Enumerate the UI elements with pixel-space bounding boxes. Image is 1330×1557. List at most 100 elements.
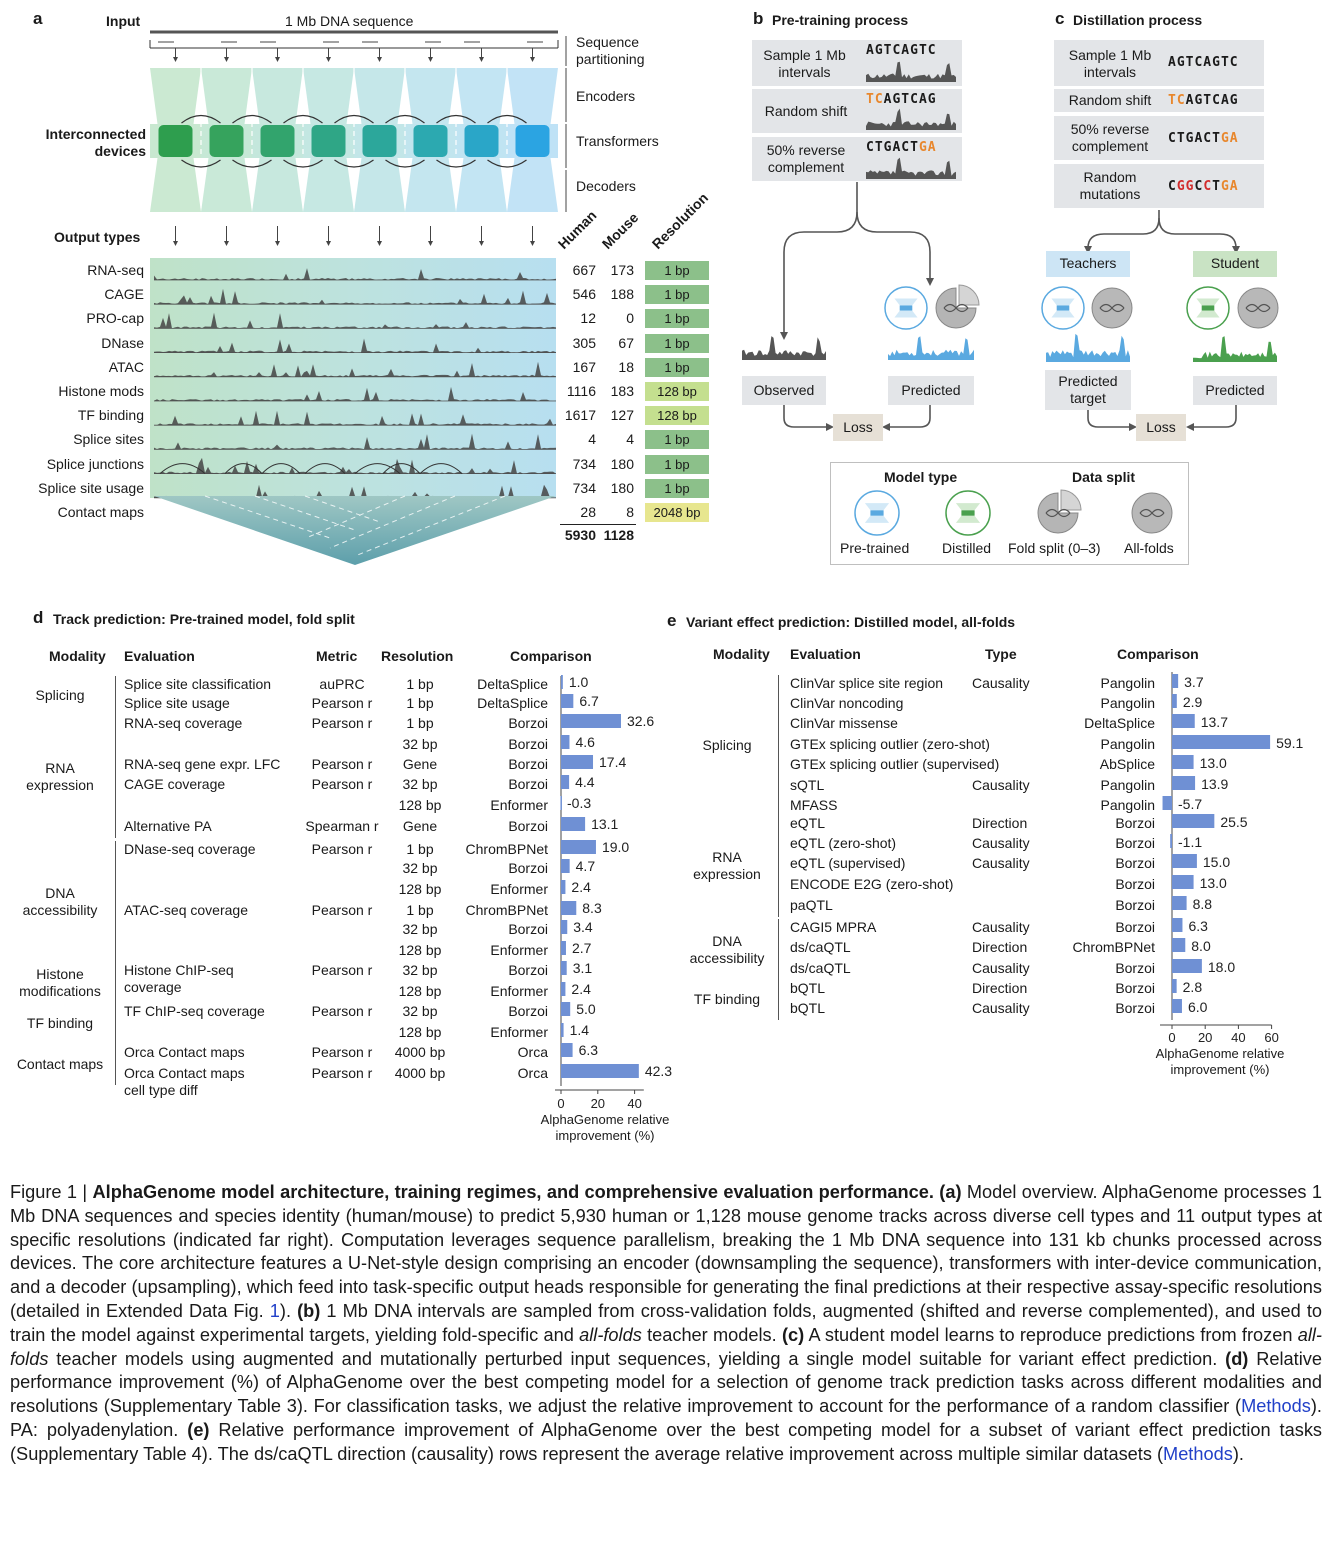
d-bar [561,840,596,854]
d-modality: TF binding [26,1014,94,1031]
caption-b-tag: (b) [297,1300,321,1321]
d-bar [561,901,577,915]
e-evaluation: sQTL [790,777,825,793]
b-revcomp-trace [866,157,956,179]
output-arrowhead [173,241,178,246]
d-bar [560,796,562,810]
d-evaluation: Splice site classification [124,676,272,692]
b-predicted-box: Predicted [888,376,974,405]
legend-fold-split-icon [1037,492,1079,534]
b-step-shift-label: Random shift [764,103,848,119]
partition-arrowhead [275,57,280,62]
d-bar [561,735,570,749]
caption-a-link[interactable]: 1 [269,1300,280,1321]
e-bar-label: 18.0 [1208,959,1235,975]
output-arrowhead [377,241,382,246]
d-header-evaluation: Evaluation [124,648,195,664]
partition-arrowhead [224,57,229,62]
e-bar-label: -5.7 [1178,796,1202,812]
d-bar [561,1023,564,1037]
device-link-bottom [283,159,323,168]
c-student-label: Student [1210,255,1260,271]
d-bar-label: 17.4 [599,754,626,770]
e-bar [1172,999,1182,1013]
d-bar [561,755,594,769]
d-modality-bracket [115,962,116,1003]
d-bar [561,941,566,955]
d-bar-label: 2.4 [571,981,591,997]
d-comparison: Borzoi [508,715,548,731]
e-comparison: Pangolin [1100,797,1156,813]
e-type: Direction [972,980,1028,996]
c-step-revcomp-seq: CTGACTGA [1168,131,1239,146]
e-comparison: DeltaSplice [1084,715,1155,731]
encoder-shape [507,68,558,124]
e-modality: RNA expression [693,849,761,882]
e-evaluation: ClinVar noncoding [790,695,904,711]
partition-arrowhead [479,57,484,62]
caption-e-link[interactable]: Methods [1163,1443,1233,1464]
d-metric: Pearson r [311,715,373,731]
output-type-label: PRO-cap [86,310,144,327]
b-loss-box: Loss [833,414,883,441]
panel-c-title: Distillation process [1073,12,1203,28]
b-sample-trace [866,61,956,82]
caption-e-text2: ). [1232,1443,1244,1464]
e-bar-label: 6.0 [1188,999,1208,1015]
junction-arc [224,463,263,474]
d-resolution: 32 bp [402,1003,438,1019]
c-student-box: Student [1193,251,1277,277]
c-loss-box: Loss [1136,414,1186,441]
d-comparison: DeltaSplice [477,676,548,692]
e-bar [1172,875,1194,889]
panel-b-letter: b [753,9,764,28]
d-bar [561,1064,639,1078]
d-bar-label: 8.3 [582,900,602,916]
junction-arc [261,463,301,474]
d-resolution: 32 bp [402,860,438,876]
c-step-shift-seq: TCAGTCAG [1168,93,1239,108]
teacher-model-icon-core [1056,305,1070,311]
d-comparison: Enformer [490,942,548,958]
e-bar-label: 13.0 [1200,755,1227,771]
d-bar-label: -0.3 [567,795,591,811]
d-resolution: 1 bp [406,902,434,918]
e-modality-bracket [778,980,779,1020]
output-arrowhead [479,241,484,246]
encoder-shape [456,68,507,124]
d-comparison: Enformer [490,983,548,999]
caption-c-text1: A student model learns to reproduce pred… [808,1324,1298,1345]
output-type-label: Histone mods [58,383,144,399]
e-bar-label: 13.7 [1201,714,1228,730]
mouse-count: 0 [626,310,634,327]
d-modality: Histone modifications [19,965,101,999]
e-modality: TF binding [693,991,761,1007]
e-evaluation: eQTL (zero-shot) [790,835,897,851]
e-bar [1172,854,1197,868]
device-chip [260,125,295,157]
device-link-bottom [334,159,374,168]
e-comparison: Borzoi [1115,960,1155,976]
caption-d-link[interactable]: Methods [1241,1396,1311,1417]
encoder-shape [354,68,405,124]
d-bar-label: 2.4 [571,879,591,895]
e-bar-label: 8.8 [1193,896,1213,912]
input-label: Input [106,13,141,29]
e-modality-bracket [778,815,779,917]
junction-arc [419,463,463,474]
e-evaluation: ClinVar missense [790,715,898,731]
human-count: 1116 [566,383,596,399]
caption-c-tag: (c) [781,1324,805,1345]
d-comparison: Borzoi [508,962,548,978]
e-type: Causality [972,835,1030,851]
device-chip [464,125,499,157]
e-bar [1172,776,1196,790]
d-bar-label: 4.4 [575,774,595,790]
d-resolution: 1 bp [406,676,434,692]
panel-a-letter: a [33,9,43,28]
partition-arrowhead [377,57,382,62]
caption-a-tag: (a) [939,1182,962,1202]
d-modality-bracket [115,841,116,962]
e-bar [1170,834,1172,848]
e-evaluation: bQTL [790,980,826,996]
